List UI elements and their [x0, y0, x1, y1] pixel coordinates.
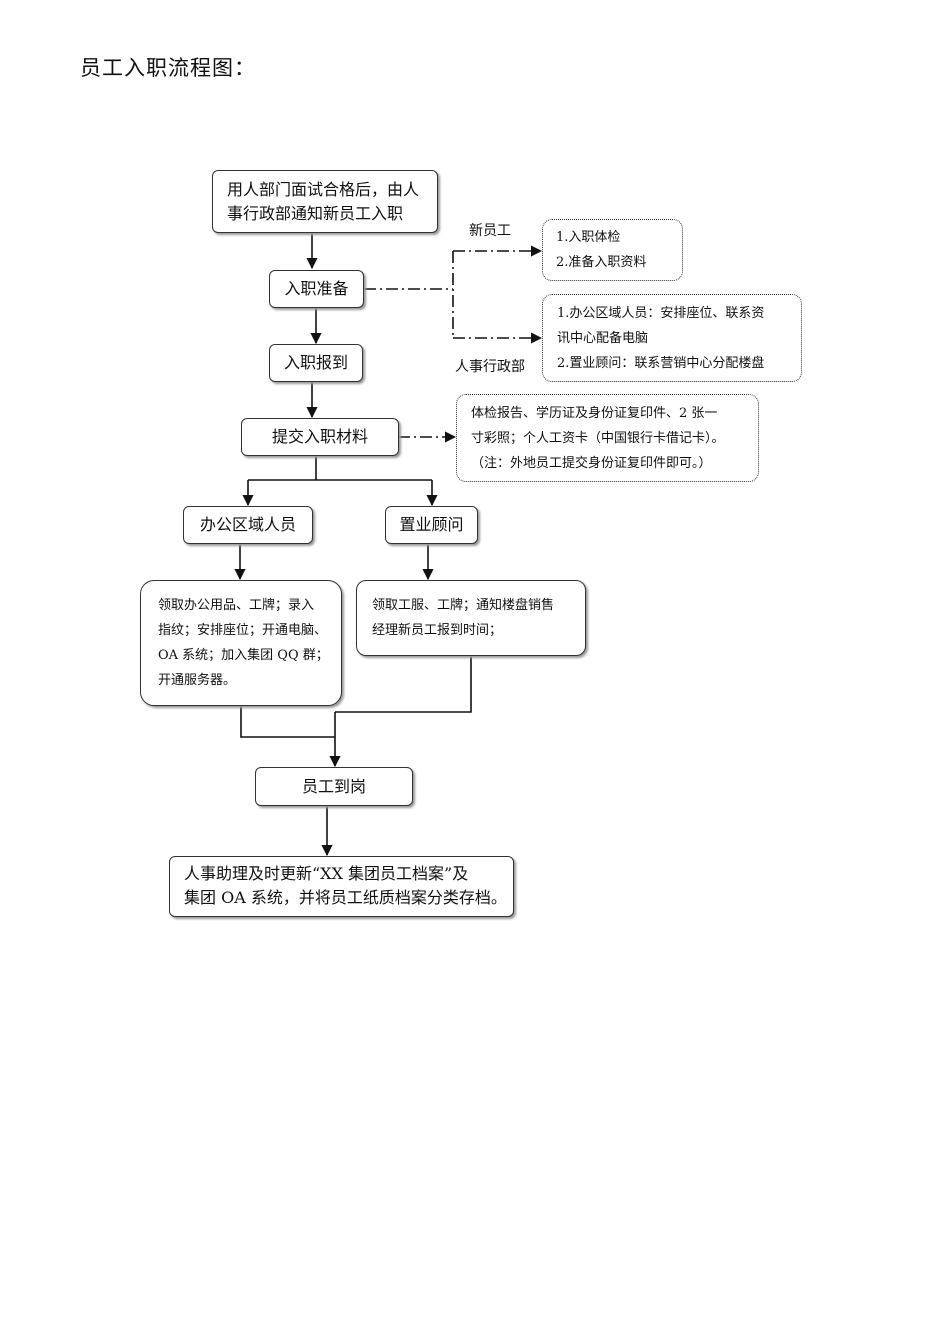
- archive-line1: 人事助理及时更新“XX 集团员工档案”及: [184, 864, 469, 883]
- hr-items: 1.办公区域人员：安排座位、联系资 讯中心配备电脑 2.置业顾问：联系营销中心分…: [542, 294, 802, 382]
- merge-right: [335, 656, 472, 713]
- materials-list: 体检报告、学历证及身份证复印件、2 张一 寸彩照；个人工资卡（中国银行卡借记卡）…: [456, 394, 759, 482]
- new-employee-item-2: 2.准备入职资料: [556, 255, 647, 270]
- step-notify-line2: 事行政部通知新员工入职: [227, 204, 404, 223]
- office-task-line3: OA 系统；加入集团 QQ 群；: [158, 648, 329, 663]
- office-task-line2: 指纹；安排座位；开通电脑、: [158, 623, 328, 638]
- step-report: 入职报到: [269, 344, 363, 382]
- new-employee-items: 1.入职体检 2.准备入职资料: [542, 219, 683, 281]
- label-new-employee: 新员工: [469, 223, 511, 239]
- step-notify-line1: 用人部门面试合格后，由人: [227, 180, 420, 199]
- materials-line3: （注：外地员工提交身份证复印件即可。）: [471, 456, 712, 471]
- office-task-line1: 领取办公用品、工牌；录入: [158, 598, 315, 613]
- office-task-line4: 开通服务器。: [158, 673, 237, 688]
- step-property-consultant: 置业顾问: [385, 506, 478, 544]
- archive-line2: 集团 OA 系统，并将员工纸质档案分类存档。: [184, 888, 507, 907]
- step-office-staff: 办公区域人员: [183, 506, 313, 544]
- step-prepare: 入职准备: [269, 270, 364, 308]
- materials-line2: 寸彩照；个人工资卡（中国银行卡借记卡）。: [471, 431, 725, 446]
- new-employee-item-1: 1.入职体检: [556, 230, 621, 245]
- consultant-tasks: 领取工服、工牌；通知楼盘销售 经理新员工报到时间；: [356, 580, 586, 656]
- step-notify-new-employee: 用人部门面试合格后，由人 事行政部通知新员工入职: [212, 170, 438, 233]
- office-staff-tasks: 领取办公用品、工牌；录入 指纹；安排座位；开通电脑、 OA 系统；加入集团 QQ…: [140, 580, 342, 706]
- hr-item-line1: 1.办公区域人员：安排座位、联系资: [557, 306, 765, 321]
- step-submit-materials: 提交入职材料: [241, 418, 399, 456]
- step-employee-arrives: 员工到岗: [255, 767, 413, 806]
- label-hr-department: 人事行政部: [455, 359, 525, 375]
- hr-item-line3: 2.置业顾问：联系营销中心分配楼盘: [557, 356, 765, 371]
- merge-left: [240, 706, 335, 738]
- consultant-task-line2: 经理新员工报到时间；: [372, 623, 503, 638]
- page-title: 员工入职流程图：: [80, 56, 256, 80]
- materials-line1: 体检报告、学历证及身份证复印件、2 张一: [471, 406, 718, 421]
- consultant-task-line1: 领取工服、工牌；通知楼盘销售: [372, 598, 555, 613]
- hr-item-line2: 讯中心配备电脑: [557, 331, 649, 346]
- step-archive: 人事助理及时更新“XX 集团员工档案”及 集团 OA 系统，并将员工纸质档案分类…: [169, 856, 514, 917]
